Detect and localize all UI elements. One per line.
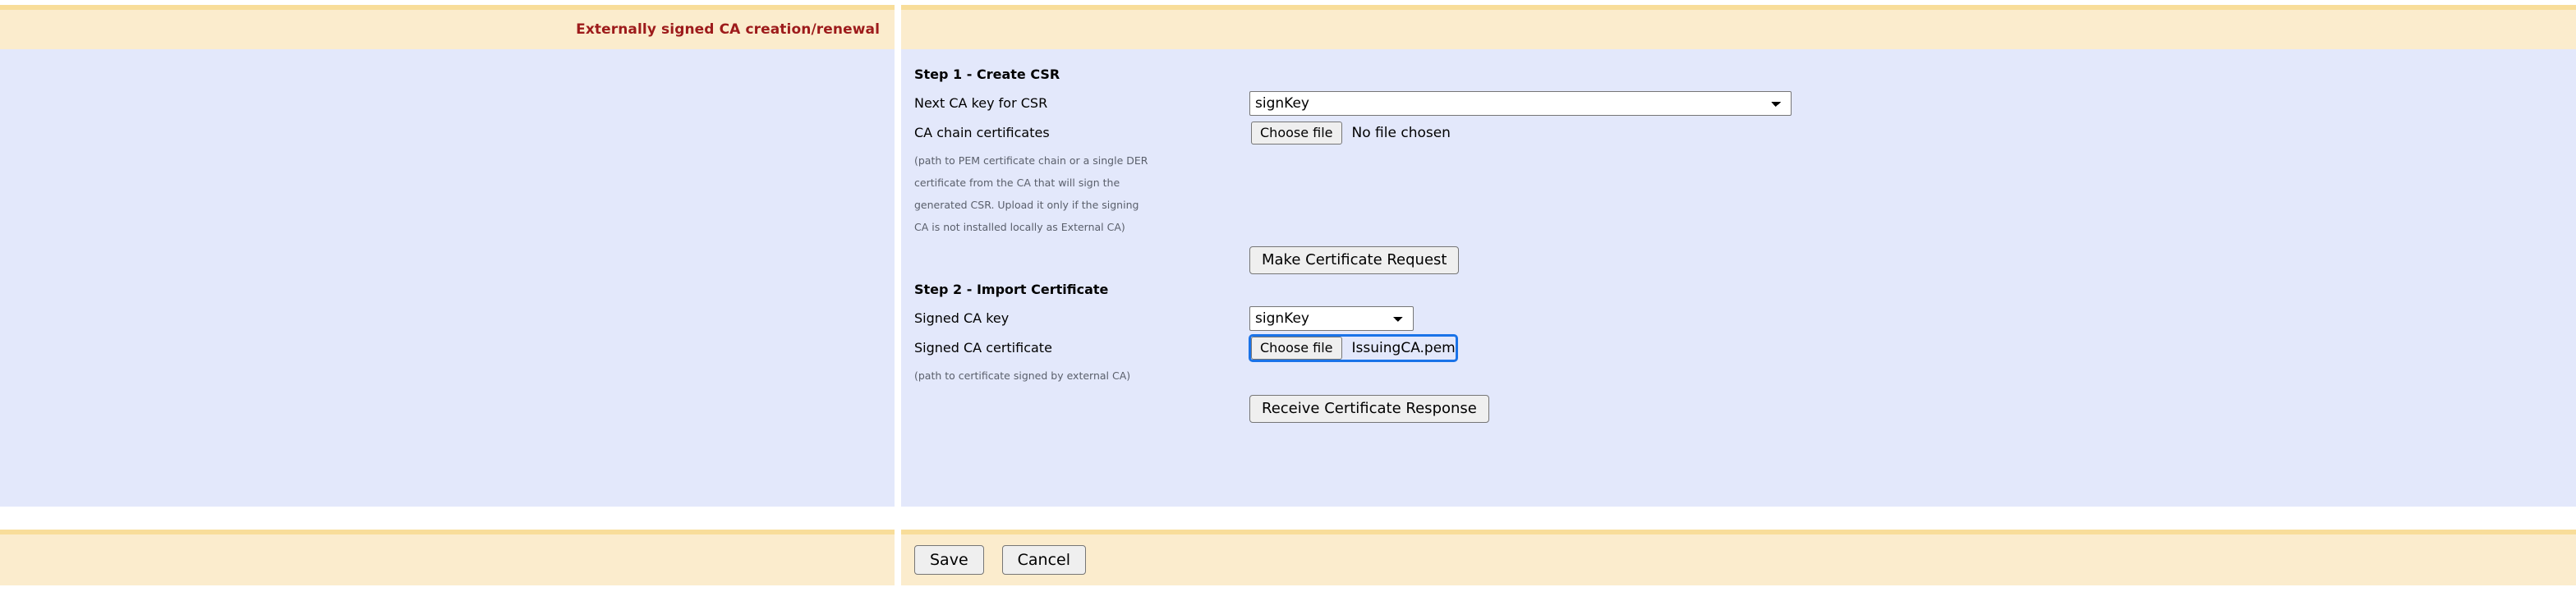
ca-chain-certificates-label: CA chain certificates [914,125,1050,140]
step2-action-row: Receive Certificate Response [914,395,2576,423]
receive-certificate-response-button[interactable]: Receive Certificate Response [1249,395,1489,423]
column-divider [895,49,901,507]
step1-hint-line-2: certificate from the CA that will sign t… [914,177,1120,189]
form-panel: Step 1 - Create CSR Next CA key for CSR … [901,49,2576,507]
next-ca-key-select[interactable]: signKey [1249,91,1792,116]
signed-ca-file-input[interactable]: Choose file IssuingCA.pem [1249,334,1458,362]
next-ca-key-label: Next CA key for CSR [914,95,1048,111]
save-button[interactable]: Save [914,545,984,575]
header-row: Externally signed CA creation/renewal [0,0,2576,49]
signed-ca-key-select[interactable]: signKey [1249,306,1414,331]
step1-hint-line-1: (path to PEM certificate chain or a sing… [914,154,1148,167]
header-right-cell [901,5,2576,49]
footer-row: Save Cancel [0,530,2576,590]
step2-action-indent [914,395,1249,423]
make-certificate-request-button[interactable]: Make Certificate Request [1249,246,1460,274]
page-title: Externally signed CA creation/renewal [576,21,880,38]
ca-chain-file-input[interactable]: Choose file No file chosen [1249,120,1452,146]
footer-left-cell [0,530,895,585]
step1-hint-line-3: generated CSR. Upload it only if the sig… [914,199,1139,211]
ca-chain-certificates-control: Choose file No file chosen [1249,120,2576,146]
cancel-button[interactable]: Cancel [1001,545,1087,575]
footer-actions: Save Cancel [901,530,2576,585]
signed-ca-key-label: Signed CA key [914,310,1010,326]
ca-chain-file-name: No file chosen [1351,125,1451,141]
step2-hint: (path to certificate signed by external … [914,365,2576,387]
body-row: Step 1 - Create CSR Next CA key for CSR … [0,49,2576,507]
band-spacer [0,507,2576,530]
header-title-cell: Externally signed CA creation/renewal [0,5,895,49]
step1-hint-line-4: CA is not installed locally as External … [914,221,1125,233]
column-divider [895,530,901,590]
field-signed-ca-key: Signed CA key signKey [914,304,2576,333]
signed-ca-key-control: signKey [1249,306,2576,331]
step1-action-indent [914,246,1249,274]
step2-heading: Step 2 - Import Certificate [914,282,1109,297]
field-signed-ca-certificate: Signed CA certificate Choose file Issuin… [914,333,2576,363]
signed-ca-certificate-control: Choose file IssuingCA.pem [1249,334,2576,362]
field-next-ca-key-for-csr: Next CA key for CSR signKey [914,89,2576,118]
signed-ca-certificate-label: Signed CA certificate [914,340,1052,356]
left-panel [0,49,895,507]
step1-action-row: Make Certificate Request [914,246,2576,274]
field-ca-chain-certificates: CA chain certificates Choose file No fil… [914,118,2576,148]
column-divider [895,5,901,49]
step2-hint-line-1: (path to certificate signed by external … [914,369,1131,382]
step1-heading: Step 1 - Create CSR [914,67,1060,82]
ca-chain-choose-file-button[interactable]: Choose file [1251,122,1342,145]
step1-hint: (path to PEM certificate chain or a sing… [914,149,2576,238]
signed-ca-file-name: IssuingCA.pem [1351,340,1456,356]
signed-ca-choose-file-button[interactable]: Choose file [1251,337,1342,360]
next-ca-key-control: signKey [1249,91,2576,116]
